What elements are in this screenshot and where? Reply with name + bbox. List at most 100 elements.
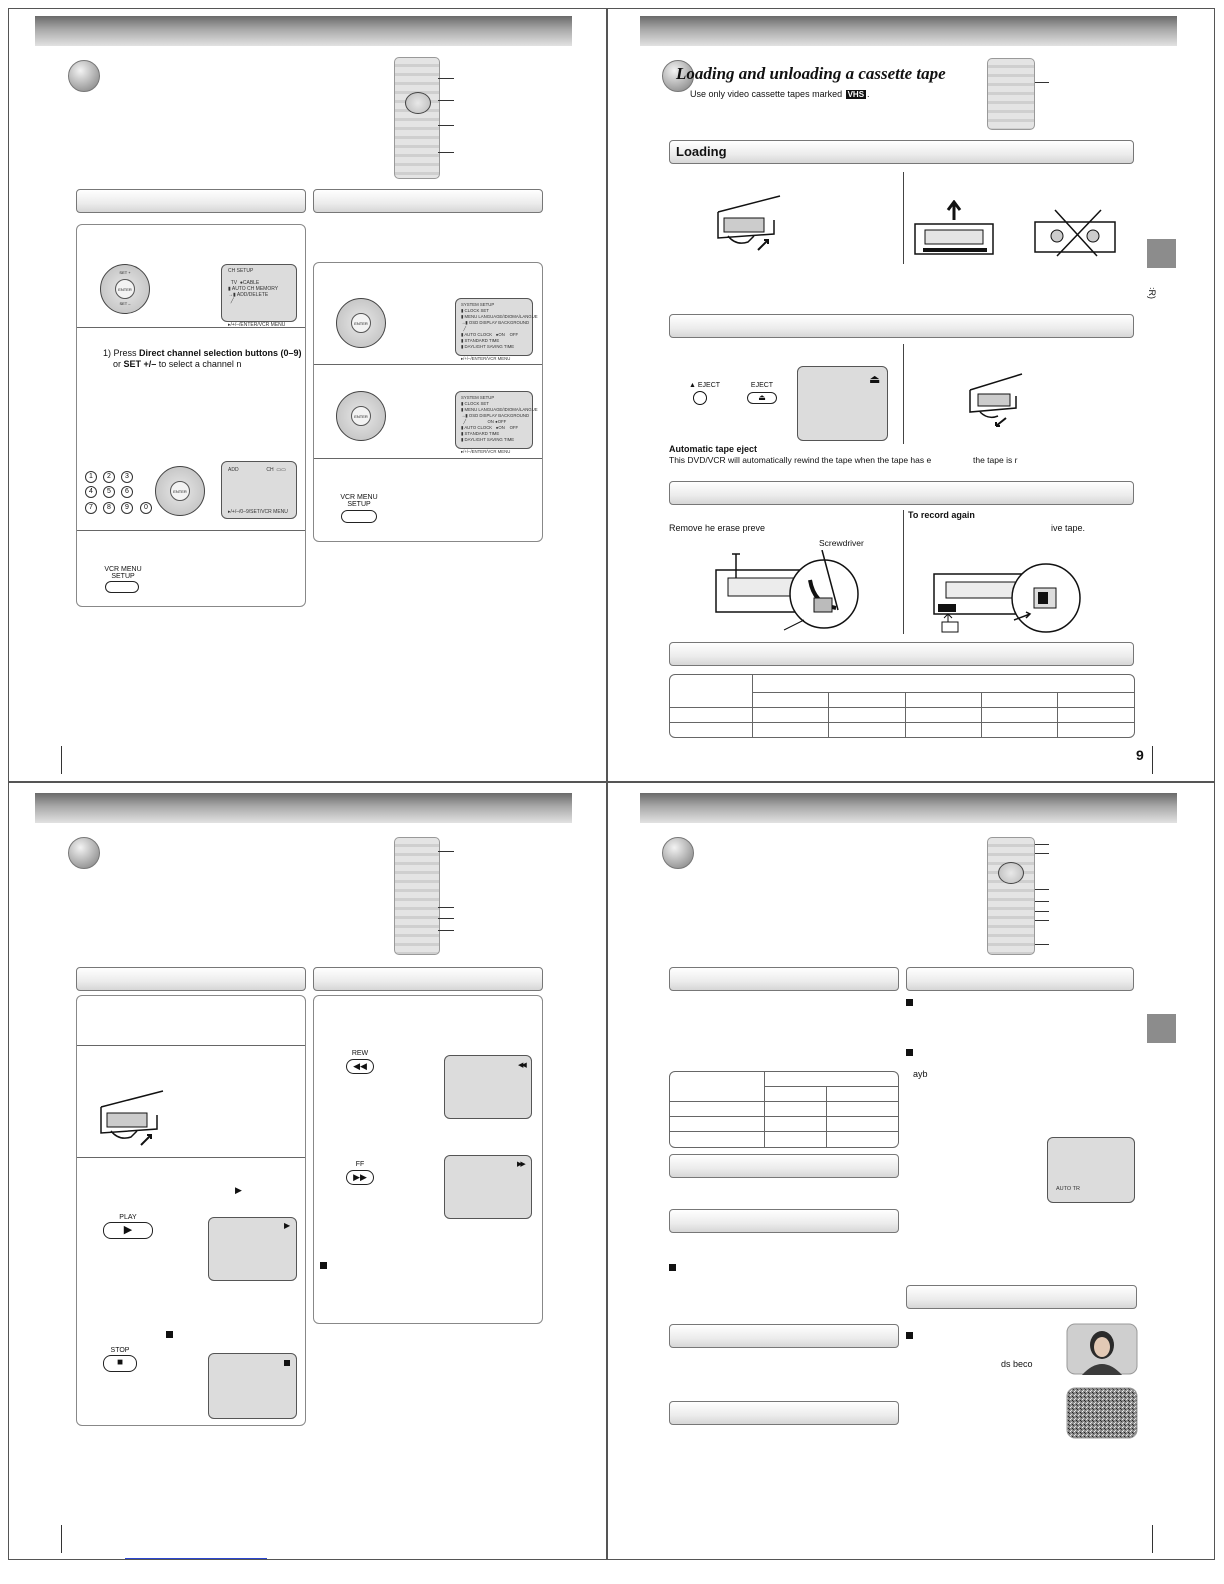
digit-button-2[interactable]: 2 — [103, 471, 115, 483]
osd-system-setup-2 — [455, 391, 533, 449]
digit-button-5[interactable]: 5 — [103, 486, 115, 498]
tape-speed-table — [669, 1071, 899, 1148]
header-band — [640, 793, 1177, 823]
callout-line — [438, 918, 454, 919]
osd-channel-setup-text: CH SETUP TV ●CABLE ▮ AUTO CH MEMORY →▮ A… — [228, 268, 286, 328]
table-column-line — [764, 1071, 765, 1148]
section-header-right — [906, 967, 1134, 991]
eject-small-label: ▲ EJECT — [689, 382, 721, 389]
section-bullet-icon — [68, 837, 100, 869]
table-row-line — [669, 722, 1135, 723]
auto-eject-body-a: This DVD/VCR will automatically rewind t… — [669, 455, 932, 465]
digit-button-7[interactable]: 7 — [85, 502, 97, 514]
osd-autotracking-text: AUTO TR — [1056, 1186, 1080, 1192]
play-icon: ▶ — [235, 1185, 242, 1195]
table-column-line — [1057, 692, 1058, 738]
page-edge-mark — [61, 746, 62, 774]
section-header — [669, 1401, 899, 1425]
remote-control-image — [987, 837, 1035, 955]
section-header — [906, 1285, 1137, 1309]
digit-button-0[interactable]: 0 — [140, 502, 152, 514]
enter-button-icon: ENTER — [170, 481, 190, 501]
auto-eject-body-b: the tape is r — [973, 455, 1018, 465]
insert-cassette-illustration — [717, 195, 781, 251]
vcr-menu-setup-label: VCR MENU SETUP — [340, 494, 378, 508]
page-subtitle: Use only video cassette tapes marked VHS… — [690, 89, 870, 99]
section-header-left — [76, 967, 306, 991]
page-edge-mark — [1152, 1525, 1153, 1553]
section-header-loading: Loading — [669, 140, 1134, 164]
header-band — [640, 16, 1177, 46]
page-number: 9 — [1136, 747, 1144, 763]
digit-button-8[interactable]: 8 — [103, 502, 115, 514]
page-edge-mark — [61, 1525, 62, 1553]
section-bullet-icon — [662, 60, 694, 92]
eject-round-button[interactable] — [693, 391, 707, 405]
record-again-heading: To record again — [908, 510, 975, 520]
osd-play-screen — [208, 1217, 297, 1281]
osd-system-setup — [455, 298, 533, 356]
osd-autotracking-screen — [1047, 1137, 1135, 1203]
osd-channel-display — [221, 461, 297, 519]
ff-button[interactable]: ▶▶ — [346, 1170, 374, 1185]
table-row-line — [764, 1086, 899, 1087]
vcr-menu-setup-button[interactable] — [105, 581, 139, 593]
note-bullet-icon — [669, 1264, 676, 1271]
remote-dpad-icon — [405, 92, 431, 114]
header-band — [35, 16, 572, 46]
callout-line — [1035, 853, 1049, 854]
note-bullet-icon — [320, 1262, 327, 1269]
play-button[interactable]: ▶ — [103, 1222, 153, 1239]
screwdriver-label: Screwdriver — [819, 538, 864, 548]
recording-time-table — [669, 674, 1135, 738]
section-bullet-icon — [662, 837, 694, 869]
callout-line — [438, 930, 454, 931]
table-column-line — [828, 692, 829, 738]
digit-button-4[interactable]: 4 — [85, 486, 97, 498]
stop-button[interactable]: ■ — [103, 1355, 137, 1372]
osd-channel-display-text: ADD CH ▭▭ ▸/+/–/0–9/SET/VCR MENU — [228, 467, 288, 515]
column-divider — [903, 344, 904, 444]
side-glyph: ꞉R) — [1147, 287, 1157, 299]
table-row-line — [669, 1116, 899, 1117]
callout-line — [1035, 944, 1049, 945]
remote-dpad-icon — [998, 862, 1024, 884]
footer-link-line — [125, 1558, 267, 1559]
cassette-wrong-orientation-icon — [1034, 209, 1116, 257]
step-divider — [314, 458, 542, 459]
step-divider — [77, 1045, 305, 1046]
callout-line — [438, 125, 454, 126]
callout-line — [1035, 901, 1049, 902]
section-header-recording-time — [669, 642, 1134, 666]
stop-button-label: STOP — [110, 1347, 130, 1354]
digit-button-3[interactable]: 3 — [121, 471, 133, 483]
section-header — [669, 1209, 899, 1233]
remove-cassette-illustration — [969, 373, 1023, 427]
step-divider — [77, 530, 305, 531]
vcr-menu-setup-button[interactable] — [341, 510, 377, 523]
rew-button-label: REW — [351, 1050, 369, 1057]
callout-line — [438, 78, 454, 79]
osd-stop-screen — [208, 1353, 297, 1419]
auto-eject-heading: Automatic tape eject — [669, 444, 758, 454]
section-header-unloading — [669, 314, 1134, 338]
note-bullet-icon — [906, 999, 913, 1006]
note-bullet-icon — [906, 1049, 913, 1056]
eject-button[interactable]: ⏏ — [747, 392, 777, 404]
play-icon: ▶ — [284, 1221, 291, 1230]
table-column-line — [905, 692, 906, 738]
vhs-logo: VHS — [845, 90, 867, 99]
noisy-picture-thumbnail — [1066, 1387, 1138, 1439]
step-divider — [314, 364, 542, 365]
digit-button-9[interactable]: 9 — [121, 502, 133, 514]
digit-button-1[interactable]: 1 — [85, 471, 97, 483]
step-divider — [77, 327, 305, 328]
callout-line — [438, 851, 454, 852]
eject-button-label: EJECT — [750, 382, 774, 389]
column-divider — [903, 510, 904, 634]
rew-button[interactable]: ◀◀ — [346, 1059, 374, 1074]
step-1-instruction: 1) Press Direct channel selection button… — [103, 348, 302, 369]
section-header-erase-prevention — [669, 481, 1134, 505]
digit-button-6[interactable]: 6 — [121, 486, 133, 498]
osd-system-setup-text: SYSTEM SETUP ▮ CLOCK SET ▮ MENU LANGUAGE… — [461, 302, 538, 361]
